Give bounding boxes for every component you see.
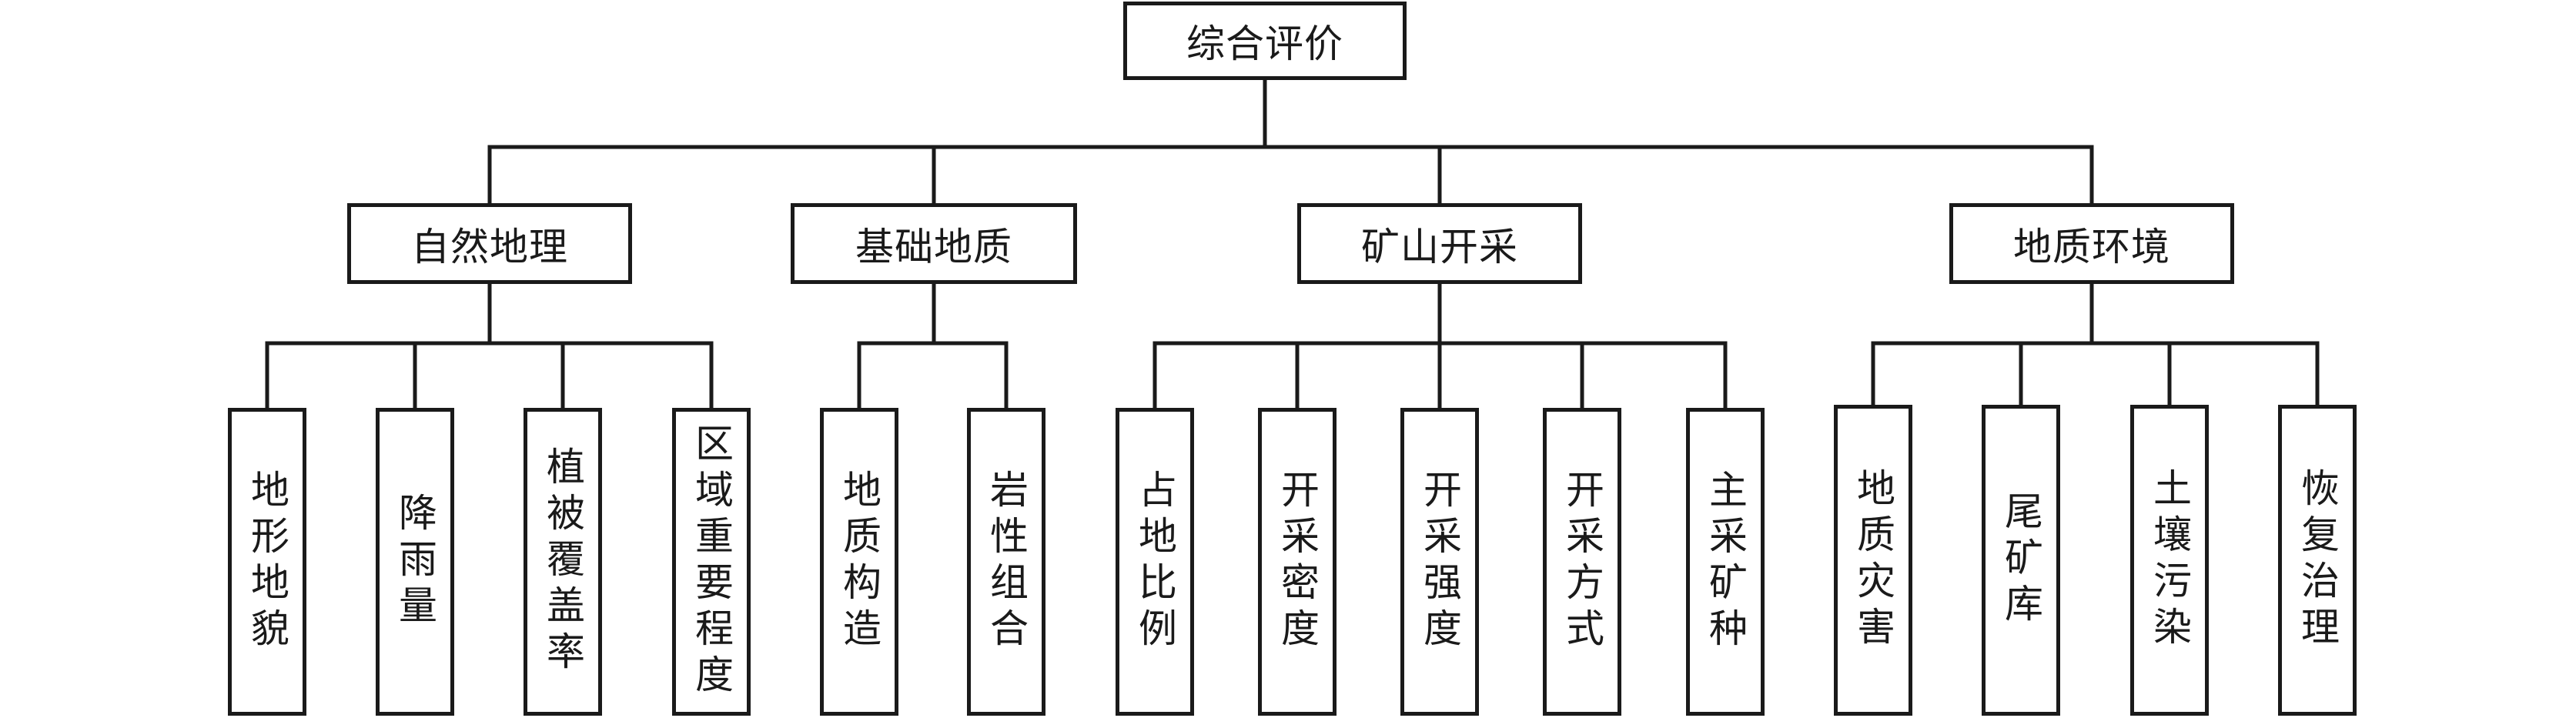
connector-category-1-to-leaves [857, 282, 1009, 410]
leaf-node-main-mineral: 主采矿种 [1686, 408, 1765, 716]
leaf-node-vegetation-coverage: 植被覆盖率 [524, 408, 602, 716]
leaf-node-restoration: 恢复治理 [2278, 405, 2357, 716]
category-node-mining: 矿山开采 [1297, 203, 1582, 284]
connector-category-3-to-leaves [1871, 282, 2320, 407]
category-node-basic-geology: 基础地质 [791, 203, 1077, 284]
root-node: 综合评价 [1123, 2, 1407, 80]
connector-category-0-to-leaves [265, 282, 714, 410]
leaf-node-mining-intensity: 开采强度 [1400, 408, 1479, 716]
leaf-node-mining-method: 开采方式 [1543, 408, 1621, 716]
leaf-node-rainfall: 降雨量 [376, 408, 454, 716]
leaf-node-regional-importance: 区域重要程度 [672, 408, 751, 716]
leaf-node-lithology-combination: 岩性组合 [967, 408, 1045, 716]
leaf-node-mining-density: 开采密度 [1258, 408, 1337, 716]
category-node-natural-geography: 自然地理 [347, 203, 632, 284]
connector-category-2-to-leaves [1153, 282, 1728, 410]
leaf-node-tailings-pond: 尾矿库 [1982, 405, 2060, 716]
leaf-node-land-occupation-ratio: 占地比例 [1116, 408, 1194, 716]
leaf-node-geological-structure: 地质构造 [820, 408, 898, 716]
leaf-node-soil-pollution: 土壤污染 [2130, 405, 2209, 716]
connector-root-to-categories [487, 78, 2094, 205]
leaf-node-landform: 地形地貌 [228, 408, 306, 716]
leaf-node-geological-hazard: 地质灾害 [1834, 405, 1912, 716]
category-node-geological-environment: 地质环境 [1949, 203, 2234, 284]
